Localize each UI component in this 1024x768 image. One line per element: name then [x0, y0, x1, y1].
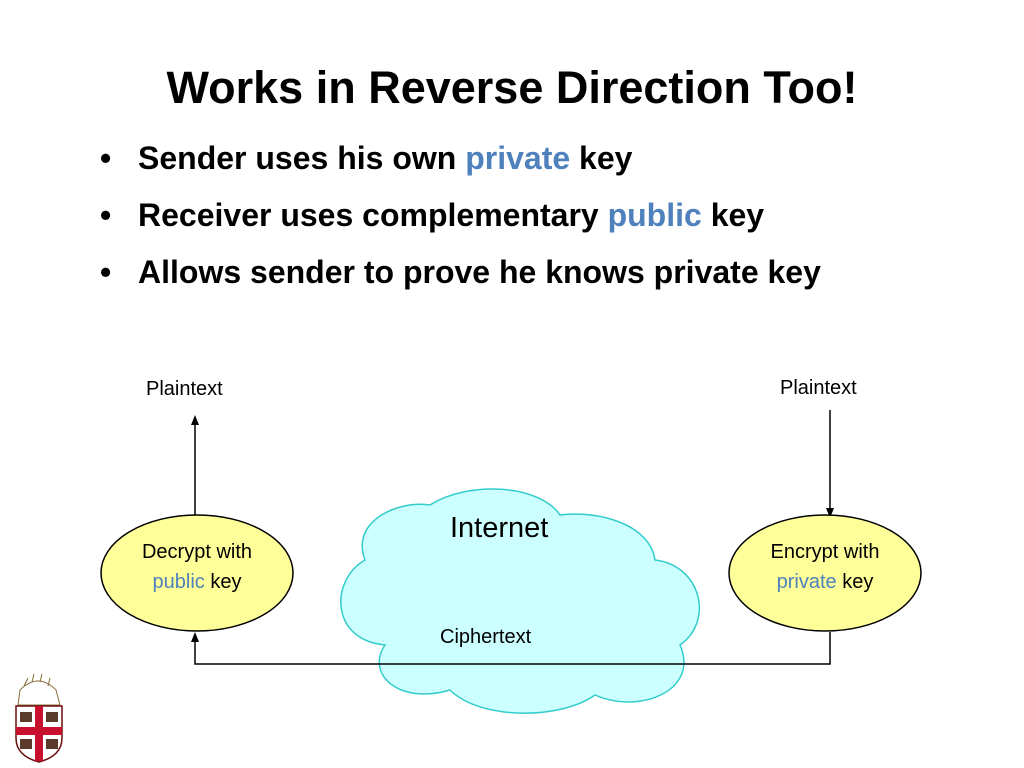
bullet-highlight: public — [607, 197, 702, 233]
internet-cloud-shape — [340, 488, 701, 714]
bullet-text: Sender uses his own — [138, 140, 466, 176]
decrypt-label: Decrypt with public key — [107, 537, 287, 597]
encrypt-line1: Encrypt with — [770, 541, 880, 563]
bullet-dot-icon: • — [100, 197, 112, 233]
bullet-text: Receiver uses complementary — [138, 197, 608, 233]
bullet-text-end: key — [701, 197, 765, 233]
bullet-dot-icon: • — [100, 140, 112, 176]
slide-title: Works in Reverse Direction Too! — [166, 62, 858, 113]
left-plaintext-label: Plaintext — [146, 378, 223, 400]
bullet-text: Allows sender to prove he knows private … — [138, 254, 821, 290]
encrypt-line2: private key — [735, 567, 915, 597]
encrypt-ellipse — [728, 514, 922, 632]
bullet-list: • Sender uses his own private key • Rece… — [100, 138, 940, 309]
encrypt-label: Encrypt with private key — [735, 537, 915, 597]
decrypt-line1: Decrypt with — [141, 541, 253, 563]
bullet-highlight: private — [465, 140, 571, 176]
decrypt-ellipse — [100, 514, 294, 632]
bullet-item: • Sender uses his own private key — [100, 138, 940, 178]
decrypt-line2: public key — [107, 567, 287, 597]
university-shield-logo — [15, 673, 63, 763]
ciphertext-label: Ciphertext — [440, 626, 532, 648]
encrypt-key-suffix: key — [836, 571, 874, 593]
bullet-item: • Receiver uses complementary public key — [100, 195, 940, 235]
right-plaintext-label: Plaintext — [780, 377, 857, 399]
ciphertext-path-arrow — [191, 632, 831, 665]
internet-label: Internet — [450, 512, 549, 544]
bullet-text-end: key — [570, 140, 633, 176]
bullet-item: • Allows sender to prove he knows privat… — [100, 252, 940, 292]
encrypt-key-word: private — [776, 571, 837, 593]
bullet-dot-icon: • — [100, 254, 112, 290]
decrypt-key-word: public — [152, 571, 205, 593]
decrypt-key-suffix: key — [204, 571, 242, 593]
